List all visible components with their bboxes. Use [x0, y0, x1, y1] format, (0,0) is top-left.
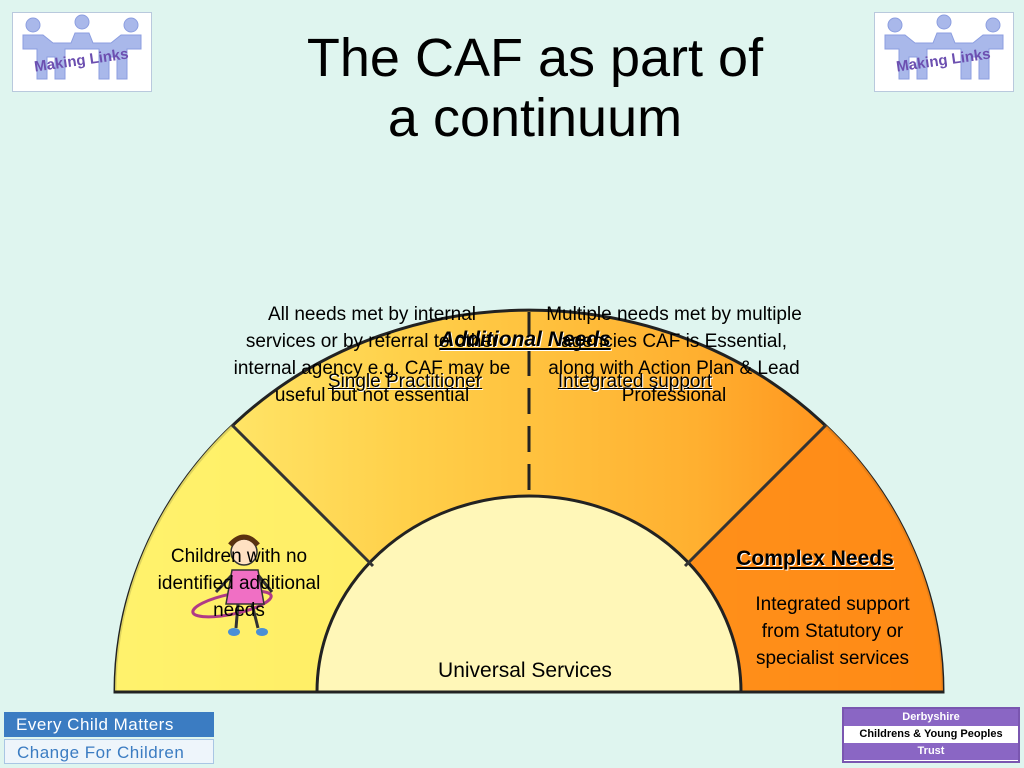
- trust-line-3: Trust: [844, 743, 1018, 760]
- single-practitioner-label: Single Practitioner: [327, 371, 483, 392]
- making-links-logo-left: Making Links: [12, 12, 152, 92]
- complex-needs-heading: Complex Needs: [736, 547, 894, 570]
- multiple-agencies-description: Multiple needs met by multiple agencies …: [546, 304, 802, 406]
- trust-logo: Derbyshire Childrens & Young Peoples Tru…: [842, 707, 1020, 763]
- divider-right: [683, 423, 828, 568]
- every-child-matters-banner: Every Child Matters: [4, 712, 214, 737]
- page-title: The CAF as part of a continuum: [240, 28, 830, 148]
- single-practitioner-description: All needs met by internal services or by…: [233, 304, 511, 406]
- making-links-logo-right: Making Links: [874, 12, 1014, 92]
- divider-left: [230, 423, 375, 568]
- no-needs-label: Children with no identified additional n…: [157, 546, 321, 621]
- trust-line-1: Derbyshire: [844, 709, 1018, 726]
- title-line-2: a continuum: [387, 88, 683, 148]
- integrated-support-label: Integrated support: [557, 371, 713, 392]
- segment-universal: [315, 494, 743, 694]
- universal-services-label: Universal Services: [438, 659, 612, 682]
- title-line-1: The CAF as part of: [306, 28, 764, 88]
- hula-hoop-girl-icon: [191, 534, 274, 636]
- trust-line-2: Childrens & Young Peoples: [859, 728, 1003, 740]
- additional-needs-heading: Additional Needs: [439, 328, 611, 351]
- complex-needs-description: Integrated support from Statutory or spe…: [755, 594, 910, 669]
- change-for-children-banner: Change For Children: [4, 739, 214, 764]
- segment-complex: [685, 425, 944, 692]
